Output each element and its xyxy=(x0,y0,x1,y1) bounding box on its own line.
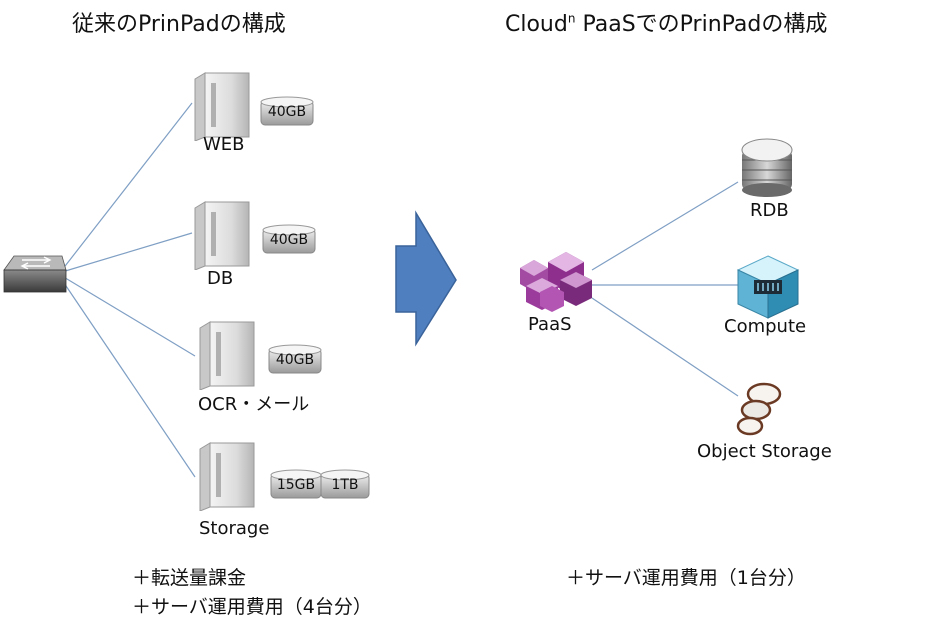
server-tower-icon xyxy=(198,441,256,515)
server-label-ocr-mail: OCR・メール xyxy=(198,394,310,415)
right-note-operations: ＋サーバ運用費用（1台分） xyxy=(566,567,806,589)
server-tower-icon xyxy=(193,71,251,145)
right-title-superscript: n xyxy=(567,11,576,26)
right-title: Cloudn PaaSでのPrinPadの構成 xyxy=(505,6,827,38)
connector-ocr xyxy=(61,275,196,357)
compute-cube-icon xyxy=(736,255,800,319)
server-tower-icon xyxy=(193,200,251,274)
paas-label: PaaS xyxy=(528,314,572,335)
left-connectors xyxy=(61,102,196,478)
object-storage-label: Object Storage xyxy=(697,441,832,462)
right-title-rest: PaaSでのPrinPadの構成 xyxy=(575,12,828,37)
right-title-main: Cloud xyxy=(505,12,568,37)
connector-object-storage xyxy=(591,297,739,397)
disk-capacity: 15GB xyxy=(276,477,316,493)
left-note-operations: ＋サーバ運用費用（4台分） xyxy=(132,596,372,618)
database-stack-icon xyxy=(741,138,793,197)
disk-drive-icon: 1TB xyxy=(320,469,370,503)
disk-drive-icon: 40GB xyxy=(268,344,322,378)
disk-drive-icon: 40GB xyxy=(260,96,314,130)
server-tower-icon xyxy=(198,320,256,394)
disk-capacity: 40GB xyxy=(275,352,315,368)
server-label-storage: Storage xyxy=(199,518,270,539)
disk-drive-icon: 15GB xyxy=(270,469,322,503)
left-note-transfer: ＋転送量課金 xyxy=(132,567,247,589)
disk-capacity: 40GB xyxy=(269,232,309,248)
connector-db xyxy=(61,232,193,273)
compute-label: Compute xyxy=(724,316,807,337)
network-switch-icon xyxy=(3,255,67,293)
disk-capacity: 1TB xyxy=(331,477,359,493)
right-connectors xyxy=(591,181,739,397)
transition-arrow xyxy=(395,210,457,347)
server-label-web: WEB xyxy=(203,134,245,155)
paas-cubes-icon xyxy=(520,252,592,312)
rdb-label: RDB xyxy=(750,200,789,221)
disk-capacity: 40GB xyxy=(267,104,307,120)
connector-storage xyxy=(61,279,196,478)
disk-drive-icon: 40GB xyxy=(262,224,316,258)
connector-rdb xyxy=(591,181,739,271)
server-label-db: DB xyxy=(207,268,234,289)
left-title: 従来のPrinPadの構成 xyxy=(72,12,286,37)
connector-web xyxy=(61,102,193,271)
object-storage-icon xyxy=(736,382,782,436)
